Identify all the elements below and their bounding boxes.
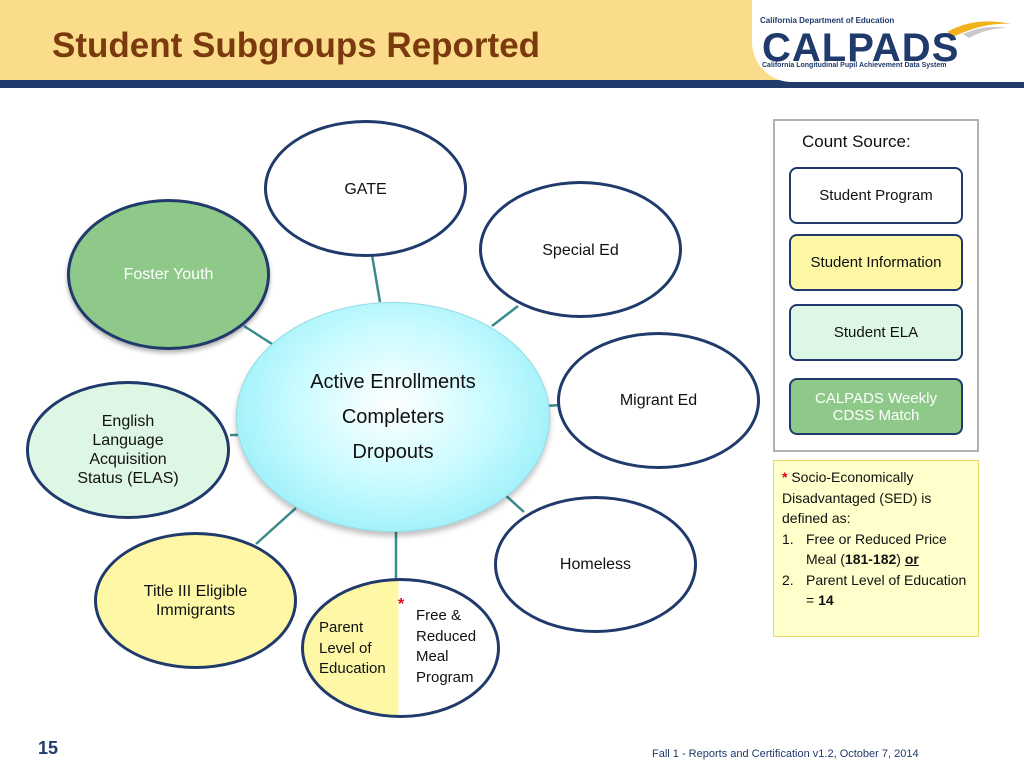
note-item-2-body: Parent Level of Education = 14 xyxy=(806,570,970,611)
page-title: Student Subgroups Reported xyxy=(52,26,541,65)
center-line-completers: Completers xyxy=(341,405,445,428)
node-title-iii-label: Title III Eligible Immigrants xyxy=(143,582,248,619)
node-homeless: Homeless xyxy=(494,496,697,633)
node-sed-parent-label: Parent Level of Education xyxy=(319,619,386,677)
legend-student-program: Student Program xyxy=(789,167,963,224)
note-item-2-text: Parent Level of Education = xyxy=(806,571,967,609)
node-homeless-label: Homeless xyxy=(559,555,632,573)
note-item-2-code: 14 xyxy=(818,592,834,608)
legend-student-information: Student Information xyxy=(789,234,963,291)
node-special-ed-label: Special Ed xyxy=(542,242,619,259)
node-sed xyxy=(301,578,500,718)
note-item-1-close: ) xyxy=(896,551,901,567)
node-migrant-ed-label: Migrant Ed xyxy=(619,392,698,409)
center-line-dropouts: Dropouts xyxy=(352,440,434,463)
note-item-1-or: or xyxy=(904,551,919,567)
node-foster-youth-label: Foster Youth xyxy=(123,266,214,283)
page-number: 15 xyxy=(38,738,59,758)
node-elas-label: English Language Acquisition Status (ELA… xyxy=(77,413,179,487)
note-item-1-number: 1. xyxy=(782,530,794,547)
footer-text: Fall 1 - Reports and Certification v1.2,… xyxy=(652,748,919,760)
note-item-1-body: Free or Reduced Price Meal (181-182) or xyxy=(806,529,970,570)
logo-dept-text: California Department of Education xyxy=(760,16,895,25)
node-title-iii: Title III Eligible Immigrants xyxy=(94,532,297,669)
center-line-active-enrollments: Active Enrollments xyxy=(310,370,476,393)
note-asterisk: * xyxy=(782,469,788,485)
node-gate: GATE xyxy=(264,120,467,257)
node-elas: English Language Acquisition Status (ELA… xyxy=(26,381,230,519)
node-sed-frpm-label: Free & Reduced Meal Program xyxy=(416,607,477,686)
note-item-2: 2. Parent Level of Education = 14 xyxy=(782,570,970,611)
node-gate-label: GATE xyxy=(344,181,387,198)
note-item-1-codes: 181-182 xyxy=(844,551,897,567)
node-migrant-ed: Migrant Ed xyxy=(557,332,760,469)
center-ellipse: Active Enrollments Completers Dropouts xyxy=(236,302,550,532)
note-intro: Socio-Economically Disadvantaged (SED) i… xyxy=(782,469,932,526)
logo-swoosh-icon xyxy=(947,21,1011,38)
note-item-2-number: 2. xyxy=(782,571,794,588)
logo-subtitle: California Longitudinal Pupil Achievemen… xyxy=(762,62,947,69)
sed-asterisk: * xyxy=(398,596,405,613)
sed-definition-note: * Socio-Economically Disadvantaged (SED)… xyxy=(773,460,979,637)
header-divider xyxy=(0,80,1024,88)
legend-title: Count Source: xyxy=(802,132,911,151)
logo-panel xyxy=(752,0,1024,82)
calpads-logo: CALPADS xyxy=(762,26,960,70)
legend-student-ela: Student ELA xyxy=(789,304,963,361)
node-special-ed: Special Ed xyxy=(479,181,682,318)
legend-cdss-match: CALPADS Weekly CDSS Match xyxy=(789,378,963,435)
node-foster-youth: Foster Youth xyxy=(67,199,270,350)
note-item-1-text: Free or Reduced Price Meal ( xyxy=(806,530,947,568)
note-item-1: 1. Free or Reduced Price Meal (181-182) … xyxy=(782,529,970,570)
